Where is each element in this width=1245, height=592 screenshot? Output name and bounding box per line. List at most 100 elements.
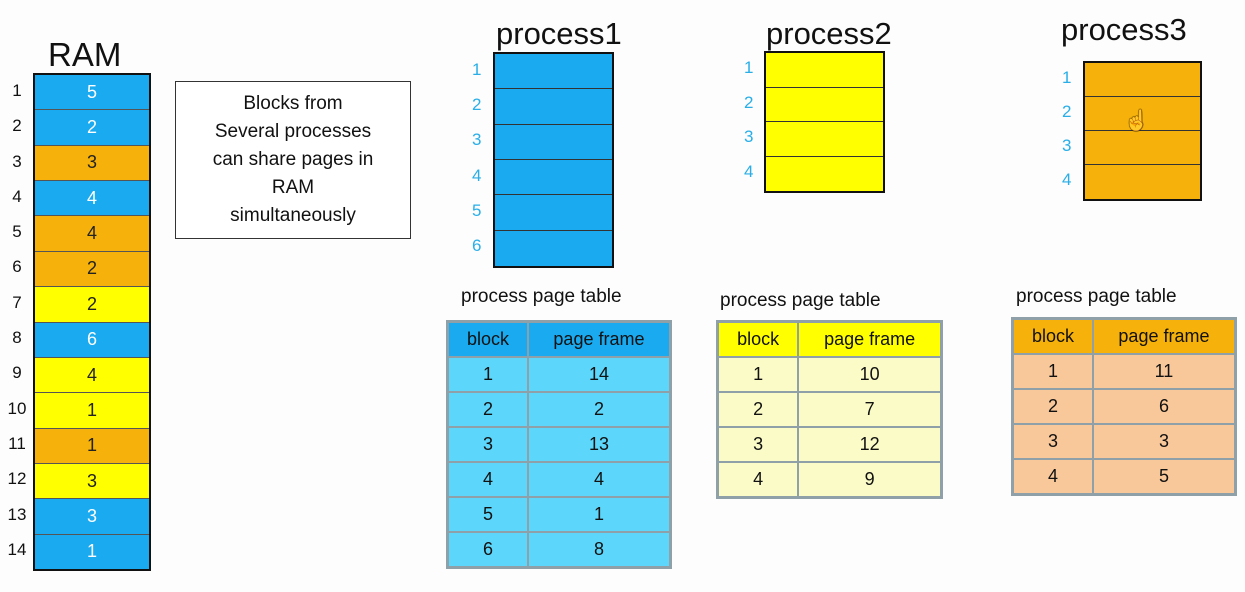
block-column-header: block — [448, 322, 528, 357]
page-frame-column-header: page frame — [1092, 319, 1235, 354]
process2-block-number: 1 — [744, 58, 754, 78]
process3-block-2 — [1085, 97, 1200, 131]
process1-block-6 — [495, 231, 612, 266]
page-frame-cell: 12 — [798, 427, 941, 462]
page-frame-cell: 6 — [1092, 389, 1235, 424]
page-frame-cell: 10 — [798, 357, 941, 392]
process1-block-number: 4 — [472, 165, 482, 185]
ram-frame-number: 10 — [7, 398, 27, 418]
ram-frame-5: 4 — [35, 216, 149, 252]
process3-block-4 — [1085, 165, 1200, 199]
block-cell: 2 — [448, 392, 528, 427]
process3-title: process3 — [1061, 12, 1187, 47]
page-frame-column-header: page frame — [798, 322, 941, 357]
note-text: Blocks from Several processes can share … — [212, 93, 374, 226]
page-frame-cell: 13 — [527, 427, 670, 462]
ram-frame-4: 4 — [35, 181, 149, 217]
block-cell: 3 — [1013, 424, 1093, 459]
page-frame-cell: 14 — [527, 357, 670, 392]
process1-block-numbers: 1 2 3 4 5 6 — [466, 52, 490, 268]
page-frame-cell: 1 — [527, 497, 670, 532]
block-cell: 2 — [1013, 389, 1093, 424]
process1-title: process1 — [496, 16, 622, 51]
process1-block-number: 5 — [472, 201, 482, 220]
block-cell: 6 — [448, 532, 528, 567]
process2-block-number: 4 — [744, 161, 754, 181]
ram-title: RAM — [48, 36, 122, 73]
ram-frame-9: 4 — [35, 357, 149, 394]
ram-frame-number: 1 — [12, 81, 22, 100]
ram-frame-11: 1 — [35, 428, 149, 464]
ram-frame-7: 2 — [35, 287, 149, 323]
block-cell: 2 — [718, 392, 799, 427]
process1-table-caption: process page table — [461, 286, 622, 307]
process3-block-number: 1 — [1062, 68, 1072, 87]
process1-block-number: 1 — [472, 59, 482, 79]
page-frame-cell: 5 — [1092, 459, 1235, 494]
process3-table-caption: process page table — [1016, 286, 1177, 307]
ram-frame-2: 2 — [35, 110, 149, 146]
block-cell: 4 — [1013, 459, 1093, 494]
ram-frame-12: 3 — [35, 463, 149, 500]
page-frame-column-header: page frame — [527, 322, 670, 357]
ram-frame-1: 5 — [35, 75, 149, 111]
ram-frame-number: 8 — [12, 328, 22, 348]
ram-frame-number: 13 — [7, 504, 27, 524]
process3-block-3 — [1085, 131, 1200, 165]
ram-frame-number: 11 — [8, 433, 26, 453]
ram-frame-number: 4 — [12, 186, 22, 206]
ram-frame-8: 6 — [35, 322, 149, 358]
process1-block-number: 2 — [472, 95, 482, 114]
process1-block-number: 3 — [472, 130, 482, 150]
process3-block-number: 4 — [1062, 170, 1072, 189]
block-cell: 3 — [718, 427, 799, 462]
block-cell: 4 — [718, 462, 799, 497]
block-column-header: block — [1013, 319, 1093, 354]
block-cell: 1 — [1013, 354, 1093, 389]
ram-frame-3: 3 — [35, 145, 149, 182]
explanation-note: Blocks from Several processes can share … — [175, 81, 411, 239]
ram-frame-number: 2 — [12, 116, 22, 136]
page-frame-cell: 8 — [527, 532, 670, 567]
process2-blocks — [764, 51, 885, 193]
block-cell: 5 — [448, 497, 528, 532]
page-frame-cell: 11 — [1092, 354, 1235, 389]
page-frame-cell: 2 — [527, 392, 670, 427]
process2-title: process2 — [766, 16, 892, 51]
block-cell: 1 — [718, 357, 799, 392]
process1-block-1 — [495, 54, 612, 90]
process3-blocks — [1083, 61, 1202, 201]
process2-block-4 — [766, 157, 883, 192]
process1-blocks — [493, 52, 614, 268]
page-frame-cell: 7 — [798, 392, 941, 427]
process1-block-number: 6 — [472, 236, 482, 256]
ram-frame-number: 5 — [12, 222, 22, 242]
page-frame-cell: 3 — [1092, 424, 1235, 459]
process2-block-number: 2 — [744, 92, 754, 112]
block-cell: 4 — [448, 462, 528, 497]
process2-block-2 — [766, 88, 883, 122]
ram-frame-10: 1 — [35, 393, 149, 429]
ram-frame-number: 9 — [12, 363, 22, 383]
process2-block-3 — [766, 122, 883, 157]
process1-block-5 — [495, 195, 612, 231]
page-frame-cell: 9 — [798, 462, 941, 497]
